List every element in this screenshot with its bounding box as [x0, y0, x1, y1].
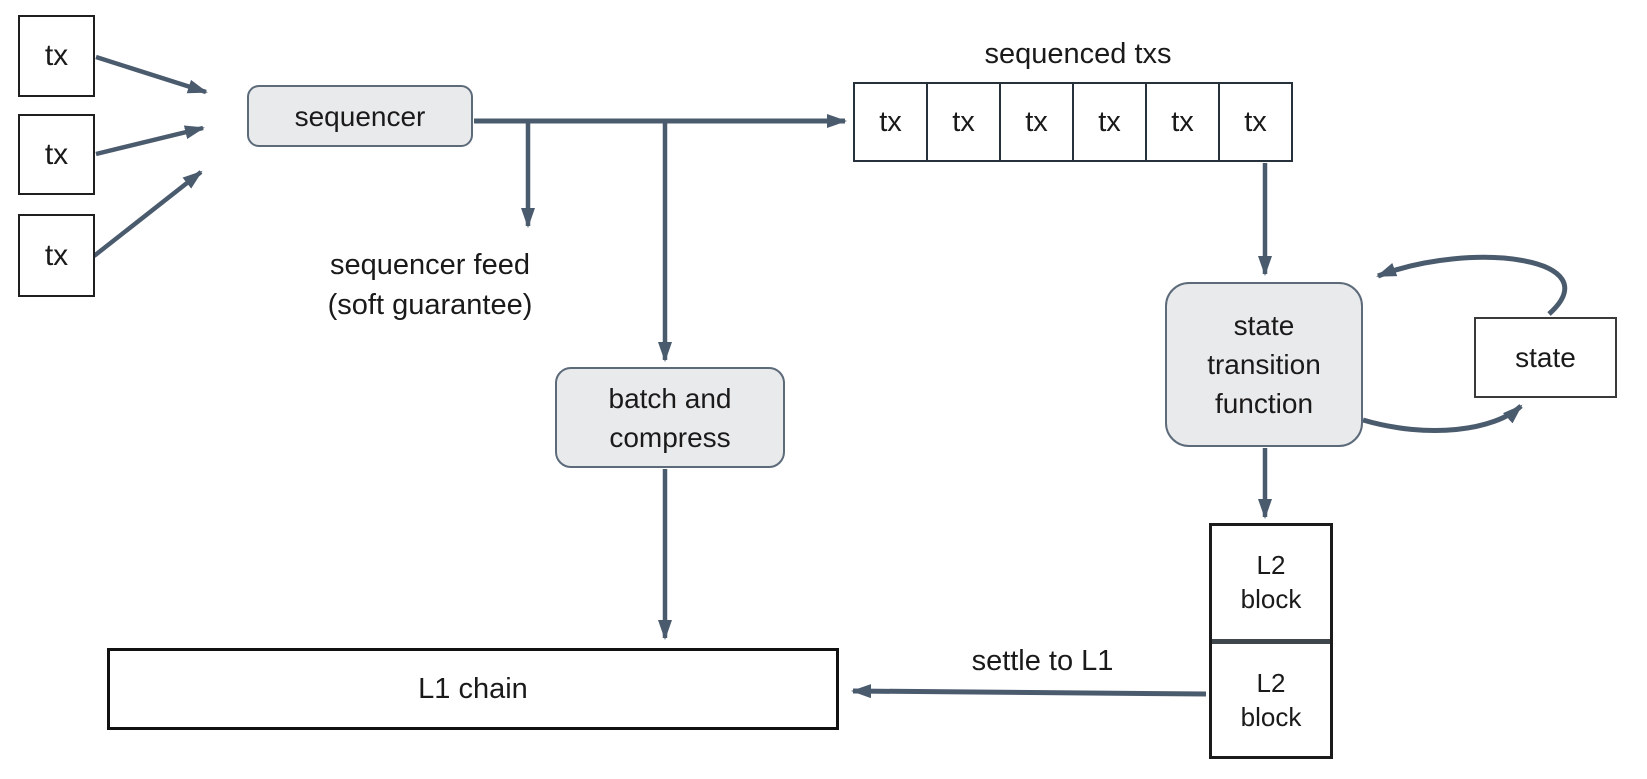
sequenced-tx-cell: tx [853, 82, 928, 162]
tx-cell-label: tx [1098, 105, 1121, 138]
l2-block-bottom: L2 block [1212, 638, 1330, 757]
edge-state-to-stf-curve [1376, 254, 1568, 316]
sequenced-txs-row: tx tx tx tx tx tx [853, 82, 1293, 162]
state-transition-function-node: state transition function [1165, 282, 1363, 447]
state-label: state [1515, 341, 1576, 373]
tx-input-box-3: tx [18, 214, 95, 297]
sequencer-label: sequencer [294, 100, 426, 132]
tx-cell-label: tx [1025, 105, 1048, 138]
sequenced-tx-cell: tx [1072, 82, 1147, 162]
tx-input-label: tx [44, 238, 69, 272]
tx-input-box-2: tx [18, 114, 95, 195]
l1-chain-label: L1 chain [418, 672, 528, 705]
state-transition-function-label: state transition function [1207, 310, 1321, 419]
sequenced-tx-cell: tx [1218, 82, 1293, 162]
edge-tx1-to-sequencer [95, 54, 208, 95]
tx-cell-label: tx [879, 105, 902, 138]
sequenced-tx-cell: tx [926, 82, 1001, 162]
state-node: state [1474, 317, 1617, 398]
sequencer-node: sequencer [247, 85, 473, 147]
sequencer-feed-note: sequencer feed (soft guarantee) [327, 249, 533, 321]
l1-chain-node: L1 chain [107, 648, 839, 730]
tx-cell-label: tx [952, 105, 975, 138]
tx-input-label: tx [44, 137, 69, 171]
edge-l2-settle-to-l1 [851, 684, 1207, 699]
sequenced-txs-title: sequenced txs [984, 38, 1172, 70]
tx-cell-label: tx [1244, 105, 1267, 138]
edge-tx2-to-sequencer [95, 125, 205, 157]
sequenced-tx-cell: tx [999, 82, 1074, 162]
tx-cell-label: tx [1171, 105, 1194, 138]
l2-block-top: L2 block [1240, 550, 1302, 615]
batch-and-compress-node: batch and compress [555, 367, 785, 468]
sequenced-tx-cell: tx [1145, 82, 1220, 162]
tx-input-box-1: tx [18, 15, 95, 97]
edge-stf-to-state-curve [1362, 404, 1523, 433]
settle-to-l1-label: settle to L1 [971, 645, 1114, 677]
tx-input-label: tx [44, 39, 69, 72]
l2-block-stack: L2 block L2 block [1209, 523, 1333, 759]
batch-and-compress-label: batch and compress [608, 382, 732, 453]
edge-tx3-to-sequencer [92, 170, 203, 258]
